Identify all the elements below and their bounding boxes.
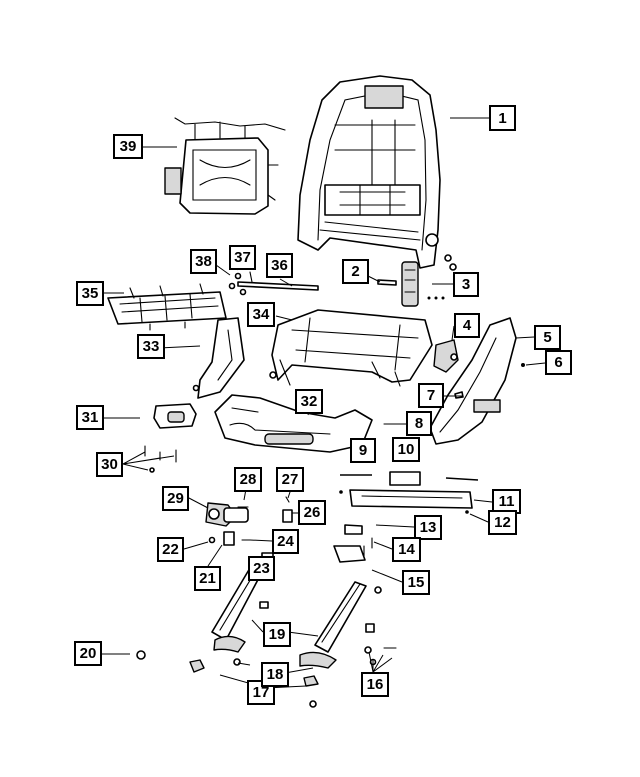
callout-26: 26 <box>298 500 326 525</box>
callout-1: 1 <box>489 105 516 131</box>
callout-24: 24 <box>272 529 299 554</box>
screws-30 <box>144 445 177 473</box>
callout-13: 13 <box>414 515 442 540</box>
seat-track-right <box>299 581 382 669</box>
callout-20: 20 <box>74 641 102 666</box>
callout-21: 21 <box>194 566 221 591</box>
seat-cushion-frame <box>269 309 433 387</box>
callout-23: 23 <box>248 556 275 581</box>
callout-4: 4 <box>454 313 480 338</box>
cap-17a <box>189 659 205 673</box>
cap-21 <box>223 531 235 546</box>
callout-19: 19 <box>263 622 291 647</box>
callout-27: 27 <box>276 467 304 492</box>
callout-11: 11 <box>492 489 521 514</box>
brackets-13-15 <box>333 524 373 563</box>
seat-motor-4 <box>433 339 459 373</box>
drive-motor-29 <box>205 502 249 527</box>
callout-31: 31 <box>76 405 104 430</box>
clip-27 <box>285 496 290 503</box>
callout-38: 38 <box>190 249 217 274</box>
cap-17b <box>303 675 319 687</box>
screw-18a <box>233 658 241 666</box>
callout-33: 33 <box>137 334 165 359</box>
callout-22: 22 <box>157 537 184 562</box>
seat-heater-module <box>164 117 286 215</box>
spring-mat <box>107 283 227 331</box>
callout-35: 35 <box>76 281 104 306</box>
screw-6 <box>521 363 525 367</box>
callout-7: 7 <box>418 383 444 408</box>
callout-6: 6 <box>545 350 572 375</box>
callout-28: 28 <box>234 467 262 492</box>
callout-2: 2 <box>342 259 369 284</box>
callout-32: 32 <box>295 389 323 414</box>
callout-8: 8 <box>406 411 432 436</box>
screw-7 <box>454 391 464 399</box>
nut-22 <box>208 536 216 544</box>
callout-5: 5 <box>534 325 561 350</box>
seat-back-frame <box>297 75 441 269</box>
callout-30: 30 <box>96 452 123 477</box>
callout-36: 36 <box>266 253 293 278</box>
cross-tube-assembly <box>339 471 479 514</box>
callout-16: 16 <box>361 672 389 697</box>
callout-18: 18 <box>261 662 289 687</box>
clips-37-38 <box>228 271 253 296</box>
callout-10: 10 <box>392 437 420 462</box>
clip-20 <box>136 650 146 660</box>
screw-18b <box>309 700 317 708</box>
bracket-26 <box>282 509 293 523</box>
callout-3: 3 <box>453 272 479 297</box>
inner-trim-panel <box>192 317 245 399</box>
callout-12: 12 <box>488 510 517 535</box>
callout-34: 34 <box>247 302 275 327</box>
cross-rod <box>237 281 319 291</box>
recliner-motor <box>401 254 457 307</box>
callout-29: 29 <box>162 486 189 511</box>
bolt-track-2 <box>365 623 375 633</box>
callout-39: 39 <box>113 134 143 159</box>
callout-14: 14 <box>392 537 421 562</box>
callout-9: 9 <box>350 438 376 463</box>
side-shield <box>429 317 517 445</box>
bolt-2 <box>377 279 397 286</box>
callout-15: 15 <box>402 570 430 595</box>
switch-bezel <box>153 403 197 429</box>
leader-lines <box>102 117 546 689</box>
callout-37: 37 <box>229 245 256 270</box>
bolt-track <box>259 601 269 609</box>
seat-cushion <box>214 394 373 453</box>
